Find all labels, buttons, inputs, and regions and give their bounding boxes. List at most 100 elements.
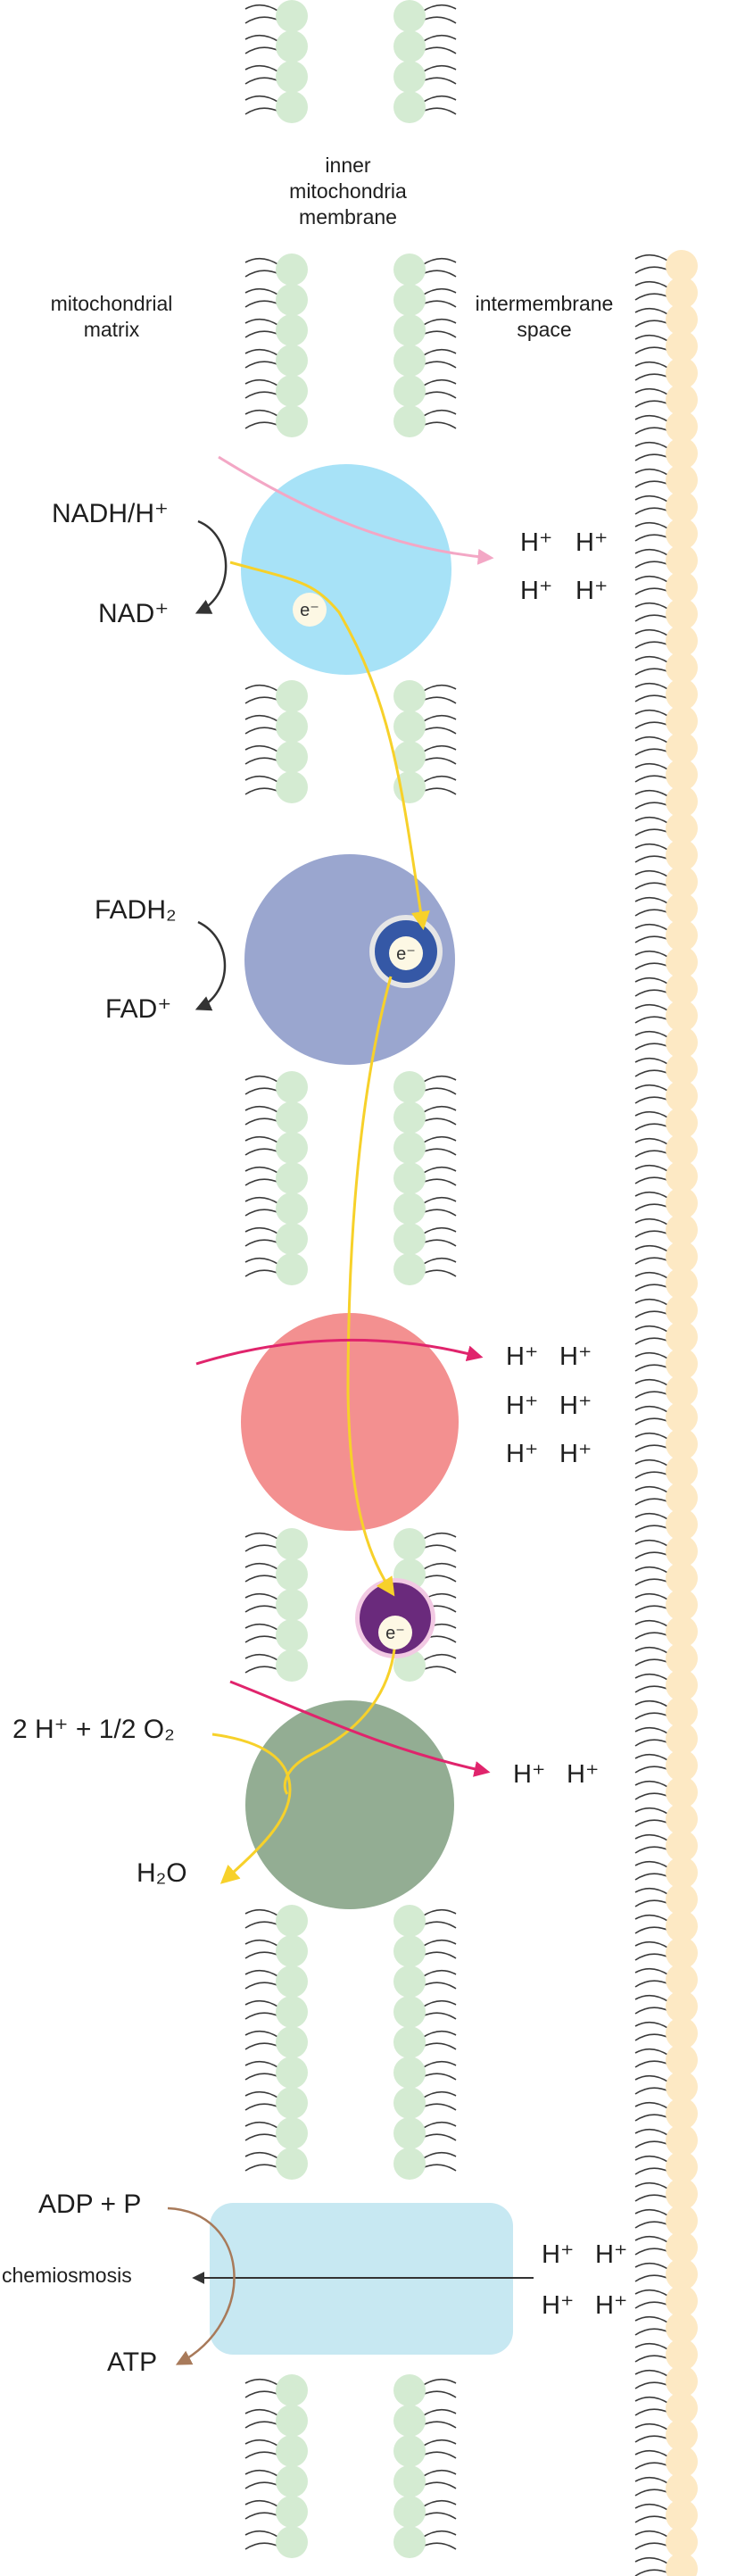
phospholipid [393, 741, 457, 773]
phospholipid [634, 2044, 698, 2076]
electron-label: e⁻ [385, 1624, 405, 1643]
phospholipid [393, 2087, 457, 2119]
phospholipid [393, 375, 457, 407]
phospholipid [634, 1348, 698, 1380]
inner-membrane-label: inner mitochondria membrane [259, 153, 437, 230]
electron-path [283, 1640, 397, 1795]
phospholipid [634, 2124, 698, 2156]
phospholipid [244, 1223, 308, 1255]
phospholipid [634, 1241, 698, 1273]
phospholipid [634, 437, 698, 469]
nad-label: NAD⁺ [98, 599, 170, 628]
chemiosmosis-label: chemiosmosis [2, 2264, 132, 2287]
proton-c3: H⁺ [506, 1392, 539, 1420]
phospholipid [634, 598, 698, 630]
phospholipid [634, 1642, 698, 1674]
phospholipid [634, 2526, 698, 2558]
phospholipid [634, 1000, 698, 1032]
outer-membrane [634, 250, 698, 2576]
electron-label: e⁻ [396, 944, 416, 964]
complex-2 [244, 854, 455, 1065]
proton-arrow-complex-1 [218, 455, 494, 565]
proton-c3: H⁺ [559, 1342, 592, 1371]
membranes [244, 0, 457, 2558]
phospholipid [244, 2117, 308, 2149]
atp-label: ATP [107, 2347, 158, 2377]
proton-atp: H⁺ [595, 2291, 628, 2320]
electron-path [211, 1733, 292, 1884]
phospholipid [393, 1071, 457, 1103]
inner-membrane-label-line: membrane [299, 205, 397, 229]
phospholipid [244, 1965, 308, 1998]
electron-label: e⁻ [300, 601, 319, 620]
proton-atp: H⁺ [595, 2240, 628, 2269]
phospholipid [634, 2339, 698, 2371]
phospholipid [393, 2435, 457, 2467]
inner-membrane-label-line: mitochondria [289, 179, 407, 203]
phospholipid [393, 405, 457, 437]
phospholipid [244, 1619, 308, 1651]
phospholipid [634, 1026, 698, 1059]
phospholipid [393, 2374, 457, 2406]
phospholipid [244, 2465, 308, 2497]
phospholipid [634, 1562, 698, 1594]
phospholipid [634, 705, 698, 737]
phospholipid [244, 1132, 308, 1164]
phospholipid [393, 1528, 457, 1560]
phospholipid [634, 1053, 698, 1085]
phospholipid [634, 1857, 698, 1889]
phospholipid [634, 384, 698, 416]
proton-c1: H⁺ [520, 528, 553, 557]
phospholipid [244, 1996, 308, 2028]
phospholipid [244, 1558, 308, 1591]
phospholipid [244, 345, 308, 377]
proton-arrow-complex-4 [229, 1680, 491, 1777]
phospholipid [634, 464, 698, 496]
phospholipid [634, 2446, 698, 2478]
proton-atp: H⁺ [542, 2240, 575, 2269]
phospholipid [634, 2553, 698, 2576]
phospholipid [634, 2472, 698, 2505]
phospholipid [244, 2496, 308, 2528]
electron-path [229, 561, 430, 931]
phospholipid [393, 1935, 457, 1967]
phospholipid [634, 1964, 698, 1996]
fadh2-label: FADH₂ [95, 895, 177, 925]
phospholipid [634, 2017, 698, 2049]
phospholipid [393, 1253, 457, 1285]
adp-label: ADP + P [38, 2190, 142, 2219]
phospholipid [634, 2178, 698, 2210]
phospholipid [634, 1937, 698, 1969]
phospholipid [634, 2205, 698, 2237]
proton-atp: H⁺ [542, 2291, 575, 2320]
phospholipid [634, 893, 698, 925]
phospholipid [634, 1535, 698, 1567]
phospholipid [393, 2526, 457, 2558]
phospholipid [244, 741, 308, 773]
inner-membrane-label-line: inner [325, 154, 371, 177]
phospholipid [244, 1905, 308, 1937]
phospholipid [393, 253, 457, 286]
phospholipid [244, 1253, 308, 1285]
matrix-label-line: mitochondrial [50, 292, 173, 315]
atp-reaction-arrow [167, 2206, 236, 2365]
phospholipid [634, 1401, 698, 1433]
phospholipid [634, 1294, 698, 1326]
phospholipid [634, 2098, 698, 2130]
phospholipid [634, 1990, 698, 2023]
phospholipid [634, 1375, 698, 1407]
electron-complex-2: e⁻ [389, 936, 423, 970]
fad-label: FAD⁺ [105, 994, 172, 1024]
phospholipid [634, 946, 698, 978]
phospholipid [244, 2435, 308, 2467]
phospholipid [393, 30, 457, 62]
electron-cytochrome-c: e⁻ [378, 1616, 412, 1649]
phospholipid [634, 2231, 698, 2264]
phospholipid [634, 1455, 698, 1487]
phospholipid [393, 1162, 457, 1194]
phospholipid [634, 1669, 698, 1701]
phospholipid [634, 250, 698, 282]
phospholipid [634, 1803, 698, 1835]
